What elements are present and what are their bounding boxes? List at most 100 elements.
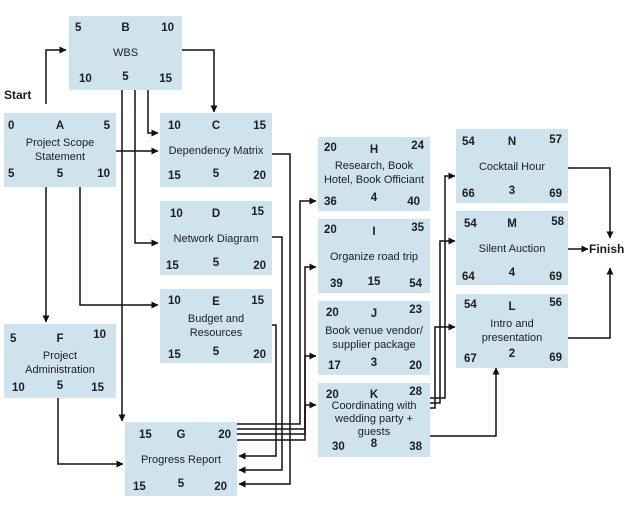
node-h[interactable]: 20 H 24 Research, Book Hotel, Book Offic… — [318, 137, 430, 211]
node-b-dur: 10 — [161, 22, 174, 34]
node-a-dur: 5 — [103, 120, 110, 132]
node-g-slack: 5 — [177, 478, 185, 490]
edge-k-l — [430, 323, 456, 409]
node-e[interactable]: 10 E 15 Budget and Resources 15 5 20 — [160, 289, 272, 363]
node-b-slack: 5 — [122, 71, 129, 83]
node-g[interactable]: 15 G 20 Progress Report 15 5 20 — [125, 422, 237, 496]
edge-k-m — [430, 237, 456, 404]
node-n-es: 54 — [462, 136, 475, 148]
node-f-slack: 5 — [56, 380, 64, 392]
node-f-id: F — [56, 333, 64, 345]
node-j-lf: 20 — [409, 360, 422, 372]
node-d-dur: 15 — [251, 206, 264, 218]
node-c-label: Dependency Matrix — [168, 145, 264, 157]
edge-l-finish — [568, 267, 614, 339]
node-c[interactable]: 10 C 15 Dependency Matrix 15 5 20 — [160, 113, 272, 187]
node-i-lf: 54 — [409, 278, 422, 290]
node-a-ls: 5 — [8, 168, 15, 180]
node-k-dur: 28 — [409, 386, 422, 398]
edge-g-k — [237, 401, 317, 441]
node-k-id: K — [369, 389, 379, 401]
node-a-es: 0 — [8, 120, 15, 132]
node-m-es: 54 — [464, 218, 477, 230]
node-d-es: 10 — [170, 208, 183, 220]
node-c-slack: 5 — [212, 168, 220, 180]
node-e-lf: 20 — [253, 349, 266, 361]
node-l-ls: 67 — [464, 353, 477, 365]
node-a-slack: 5 — [56, 168, 64, 180]
edge-g-h — [237, 197, 317, 425]
node-b-id: B — [121, 22, 130, 34]
node-j-label: Book venue vendor/ supplier package — [325, 325, 423, 351]
node-a-id: A — [55, 120, 65, 132]
node-g-es: 15 — [139, 429, 152, 441]
node-k-es: 20 — [326, 389, 339, 401]
node-i[interactable]: 20 I 35 Organize road trip 39 15 54 — [318, 219, 430, 293]
node-b-ls: 10 — [79, 73, 92, 85]
node-e-id: E — [212, 296, 220, 308]
node-n-id: N — [507, 136, 517, 148]
node-g-lf: 20 — [214, 481, 227, 493]
node-h-lf: 40 — [407, 196, 420, 208]
node-k[interactable]: 20 K 28 Coordinating with wedding party … — [318, 383, 430, 457]
node-e-label: Budget and Resources — [187, 313, 245, 339]
node-h-label: Research, Book Hotel, Book Officiant — [323, 160, 425, 186]
node-b-label: WBS — [112, 47, 139, 59]
edge-c-g — [238, 153, 291, 488]
node-m-id: M — [507, 218, 517, 230]
node-g-id: G — [176, 429, 186, 441]
edge-e-g — [238, 324, 277, 460]
node-n-label: Cocktail Hour — [478, 161, 546, 173]
node-n[interactable]: 54 N 57 Cocktail Hour 66 3 69 — [456, 129, 568, 203]
node-f-ls: 10 — [12, 382, 25, 394]
edge-b-c — [167, 49, 218, 113]
node-l-es: 54 — [464, 299, 477, 311]
node-l-slack: 2 — [508, 348, 516, 360]
node-e-slack: 5 — [212, 346, 220, 358]
start-label: Start — [4, 88, 32, 102]
node-h-slack: 4 — [370, 192, 378, 204]
node-l[interactable]: 54 L 56 Intro and presentation 67 2 69 — [456, 294, 568, 368]
node-m-slack: 4 — [508, 267, 516, 279]
edge-a-e — [79, 187, 159, 309]
node-d-slack: 5 — [212, 257, 220, 269]
node-l-id: L — [508, 301, 516, 313]
node-f-dur: 10 — [93, 329, 106, 341]
node-l-label: Intro and presentation — [481, 318, 543, 344]
node-g-label: Progress Report — [140, 454, 222, 466]
node-g-dur: 20 — [218, 429, 231, 441]
node-f[interactable]: 5 F 10 Project Administration 10 5 15 — [4, 324, 116, 398]
node-l-lf: 69 — [549, 352, 562, 364]
node-i-id: I — [372, 226, 376, 238]
edge-g-i — [237, 263, 317, 430]
edge-d-g — [238, 236, 283, 474]
node-n-slack: 3 — [508, 185, 516, 197]
node-f-lf: 15 — [91, 382, 104, 394]
node-j-dur: 23 — [409, 304, 422, 316]
node-j[interactable]: 20 J 23 Book venue vendor/ supplier pack… — [318, 301, 430, 375]
node-f-label: Project Administration — [25, 350, 95, 376]
node-j-ls: 17 — [328, 360, 341, 372]
node-m[interactable]: 54 M 58 Silent Auction 64 4 69 — [456, 211, 568, 285]
node-i-es: 20 — [324, 224, 337, 236]
node-d[interactable]: 10 D 15 Network Diagram 15 5 20 — [160, 201, 272, 275]
node-l-dur: 56 — [549, 297, 562, 309]
node-b[interactable]: 5 B 10 WBS 10 5 15 — [69, 16, 182, 90]
edge-b-d — [134, 90, 159, 247]
node-c-dur: 15 — [253, 120, 266, 132]
node-c-id: C — [211, 120, 221, 132]
edge-g-j — [237, 352, 317, 435]
node-e-es: 10 — [168, 295, 181, 307]
node-k-lf: 38 — [409, 441, 422, 453]
edge-a-b — [45, 46, 67, 104]
node-k-label: Coordinating with wedding party + guests — [331, 400, 417, 438]
node-d-lf: 20 — [253, 260, 266, 272]
node-a[interactable]: 0 A 5 Project Scope Statement 5 5 10 — [4, 113, 116, 187]
node-j-es: 20 — [326, 307, 339, 319]
node-i-ls: 39 — [330, 278, 343, 290]
node-h-es: 20 — [324, 142, 337, 154]
node-m-lf: 69 — [549, 271, 562, 283]
node-c-ls: 15 — [168, 170, 181, 182]
node-i-dur: 35 — [411, 222, 424, 234]
